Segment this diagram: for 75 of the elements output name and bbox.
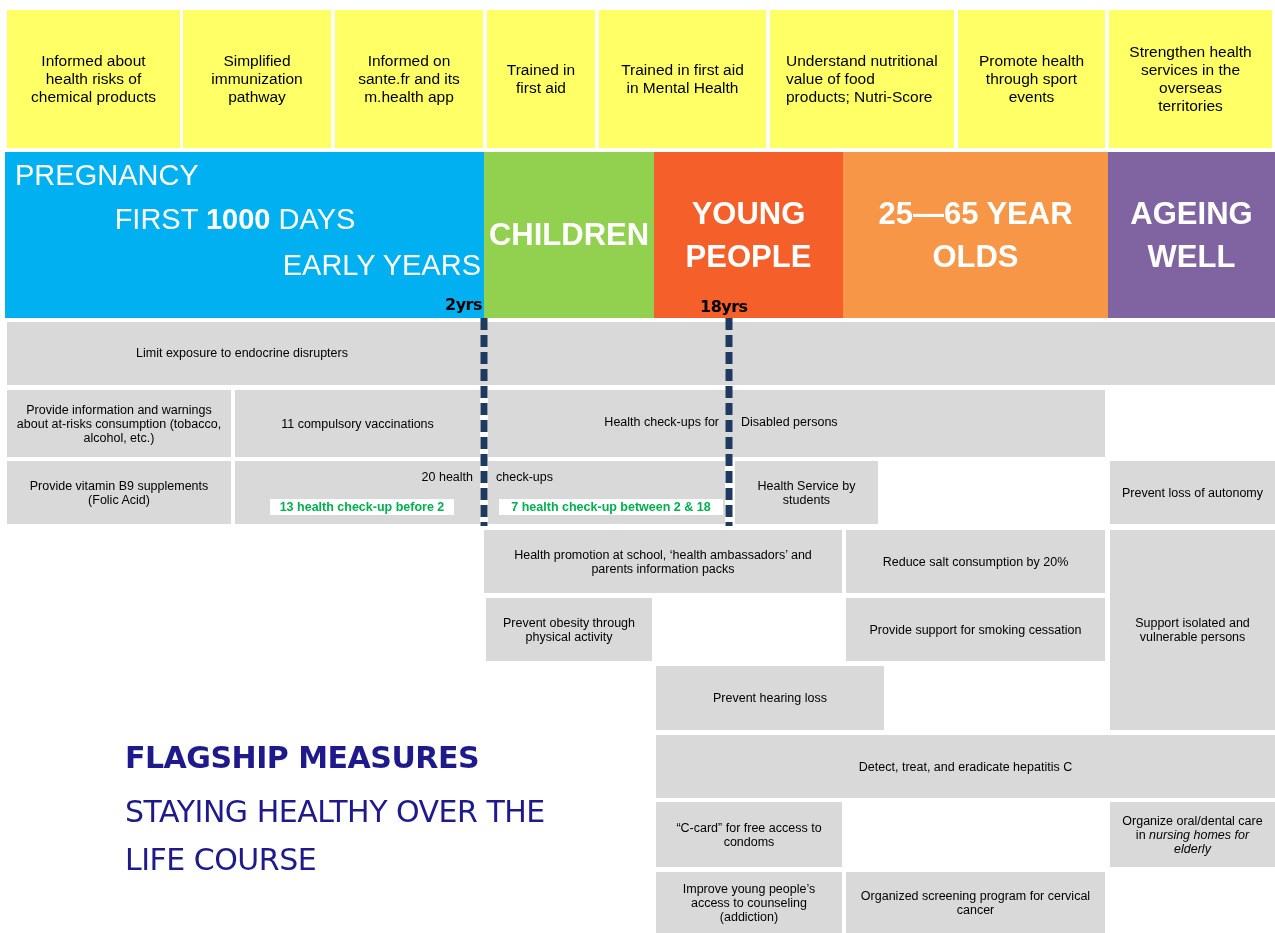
measure-box [656, 802, 842, 867]
age-group-band [484, 152, 654, 318]
measure-box [846, 598, 1105, 661]
age-marker: 2yrs [445, 294, 482, 316]
age-group-band [843, 152, 1108, 318]
objective-text: Informed on sante.fr and its m.health app [357, 52, 461, 106]
measure-text: Provide support for smoking cessation [869, 622, 1082, 637]
measure-box [488, 390, 1105, 457]
measure-box [1110, 802, 1275, 867]
measure-text: Improve young people’s access to counseling (addiction) [681, 881, 817, 924]
measure-text: 11 compulsory vaccinations [281, 416, 434, 431]
measure-box [656, 872, 842, 933]
age-group-label: FIRST 1000 DAYS [113, 202, 357, 237]
objective-text: Trained in first aid [505, 61, 577, 97]
age-marker: 18yrs [700, 296, 748, 318]
measure-text: Organized screening program for cervical cancer [859, 888, 1092, 917]
measure-box [7, 461, 231, 524]
objective-box [487, 10, 595, 148]
measure-box [484, 530, 842, 593]
measure-text: 13 health check-up before 2 [270, 499, 454, 515]
measure-text: check-ups [496, 470, 553, 484]
objective-box [770, 10, 954, 148]
measure-text: 7 health check-up between 2 & 18 [499, 499, 723, 515]
objective-text: Understand nutritional value of food products; Nutri-Score [786, 52, 938, 106]
objective-box [958, 10, 1105, 148]
measure-box [735, 461, 878, 524]
age-group-band [654, 152, 843, 318]
measure-box [488, 461, 725, 524]
measure-text: Detect, treat, and eradicate hepatitis C [858, 759, 1073, 774]
measure-text: Reduce salt consumption by 20% [882, 554, 1069, 569]
measure-box [1110, 461, 1275, 524]
age-group-band [1108, 152, 1275, 318]
age-group-label: YOUNG PEOPLE [684, 194, 813, 276]
measure-text: Prevent obesity through physical activity [502, 615, 636, 644]
measure-box [846, 530, 1105, 593]
age-group-label: CHILDREN [488, 216, 650, 255]
objective-box [1109, 10, 1272, 148]
title: FLAGSHIP MEASURES [125, 740, 479, 775]
measure-text: Prevent loss of autonomy [1121, 485, 1263, 500]
age-group-label: PREGNANCY [15, 158, 199, 193]
measure-text: Prevent hearing loss [713, 691, 827, 705]
objective-text: Trained in first aid in Mental Health [620, 61, 745, 97]
objective-text: Strengthen health services in the overseas territories [1128, 43, 1253, 115]
measure-text: Health Service by students [756, 478, 857, 507]
measure-text: 20 health [421, 470, 473, 484]
objective-box [599, 10, 766, 148]
measure-text: Support isolated and vulnerable persons [1134, 616, 1251, 644]
measure-box [235, 461, 480, 524]
subtitle-text: STAYING HEALTHY OVER THE LIFE COURSE [125, 793, 546, 879]
measure-box [1110, 530, 1275, 730]
objective-text: Promote health through sport events [977, 52, 1086, 106]
age-group-label: 25—65 YEAR OLDS [877, 194, 1074, 276]
measure-box [486, 598, 652, 661]
measure-box [235, 390, 480, 457]
measure-box [656, 666, 884, 730]
measure-box [7, 390, 231, 457]
objective-box [7, 10, 180, 148]
objective-box [335, 10, 483, 148]
measure-text: Health check-ups for [604, 415, 719, 429]
age-group-label: AGEING WELL [1129, 194, 1254, 276]
age-group-band [5, 152, 484, 318]
measure-box [846, 872, 1105, 933]
objective-text: Simplified immunization pathway [210, 52, 304, 106]
measure-text: Provide vitamin B9 supplements (Folic Acid) [28, 478, 210, 507]
measure-text: Organize oral/dental care in nursing homes for elderly [1121, 813, 1264, 856]
measure-box [7, 322, 1275, 385]
measure-text: “C-card” for free access to condoms [675, 820, 823, 849]
measure-box [656, 735, 1275, 798]
measure-text: Limit exposure to endocrine disrupters [135, 346, 349, 360]
age-group-label: EARLY YEARS [282, 248, 481, 283]
measure-text: Health promotion at school, ‘health ambassadors’ and parents information packs [513, 547, 813, 576]
objective-box [183, 10, 331, 148]
measure-text: Disabled persons [741, 415, 838, 429]
measure-text: Provide information and warnings about at-risks consumption (tobacco, alcohol, etc.) [15, 402, 223, 445]
objective-text: Informed about health risks of chemical products [30, 52, 157, 106]
